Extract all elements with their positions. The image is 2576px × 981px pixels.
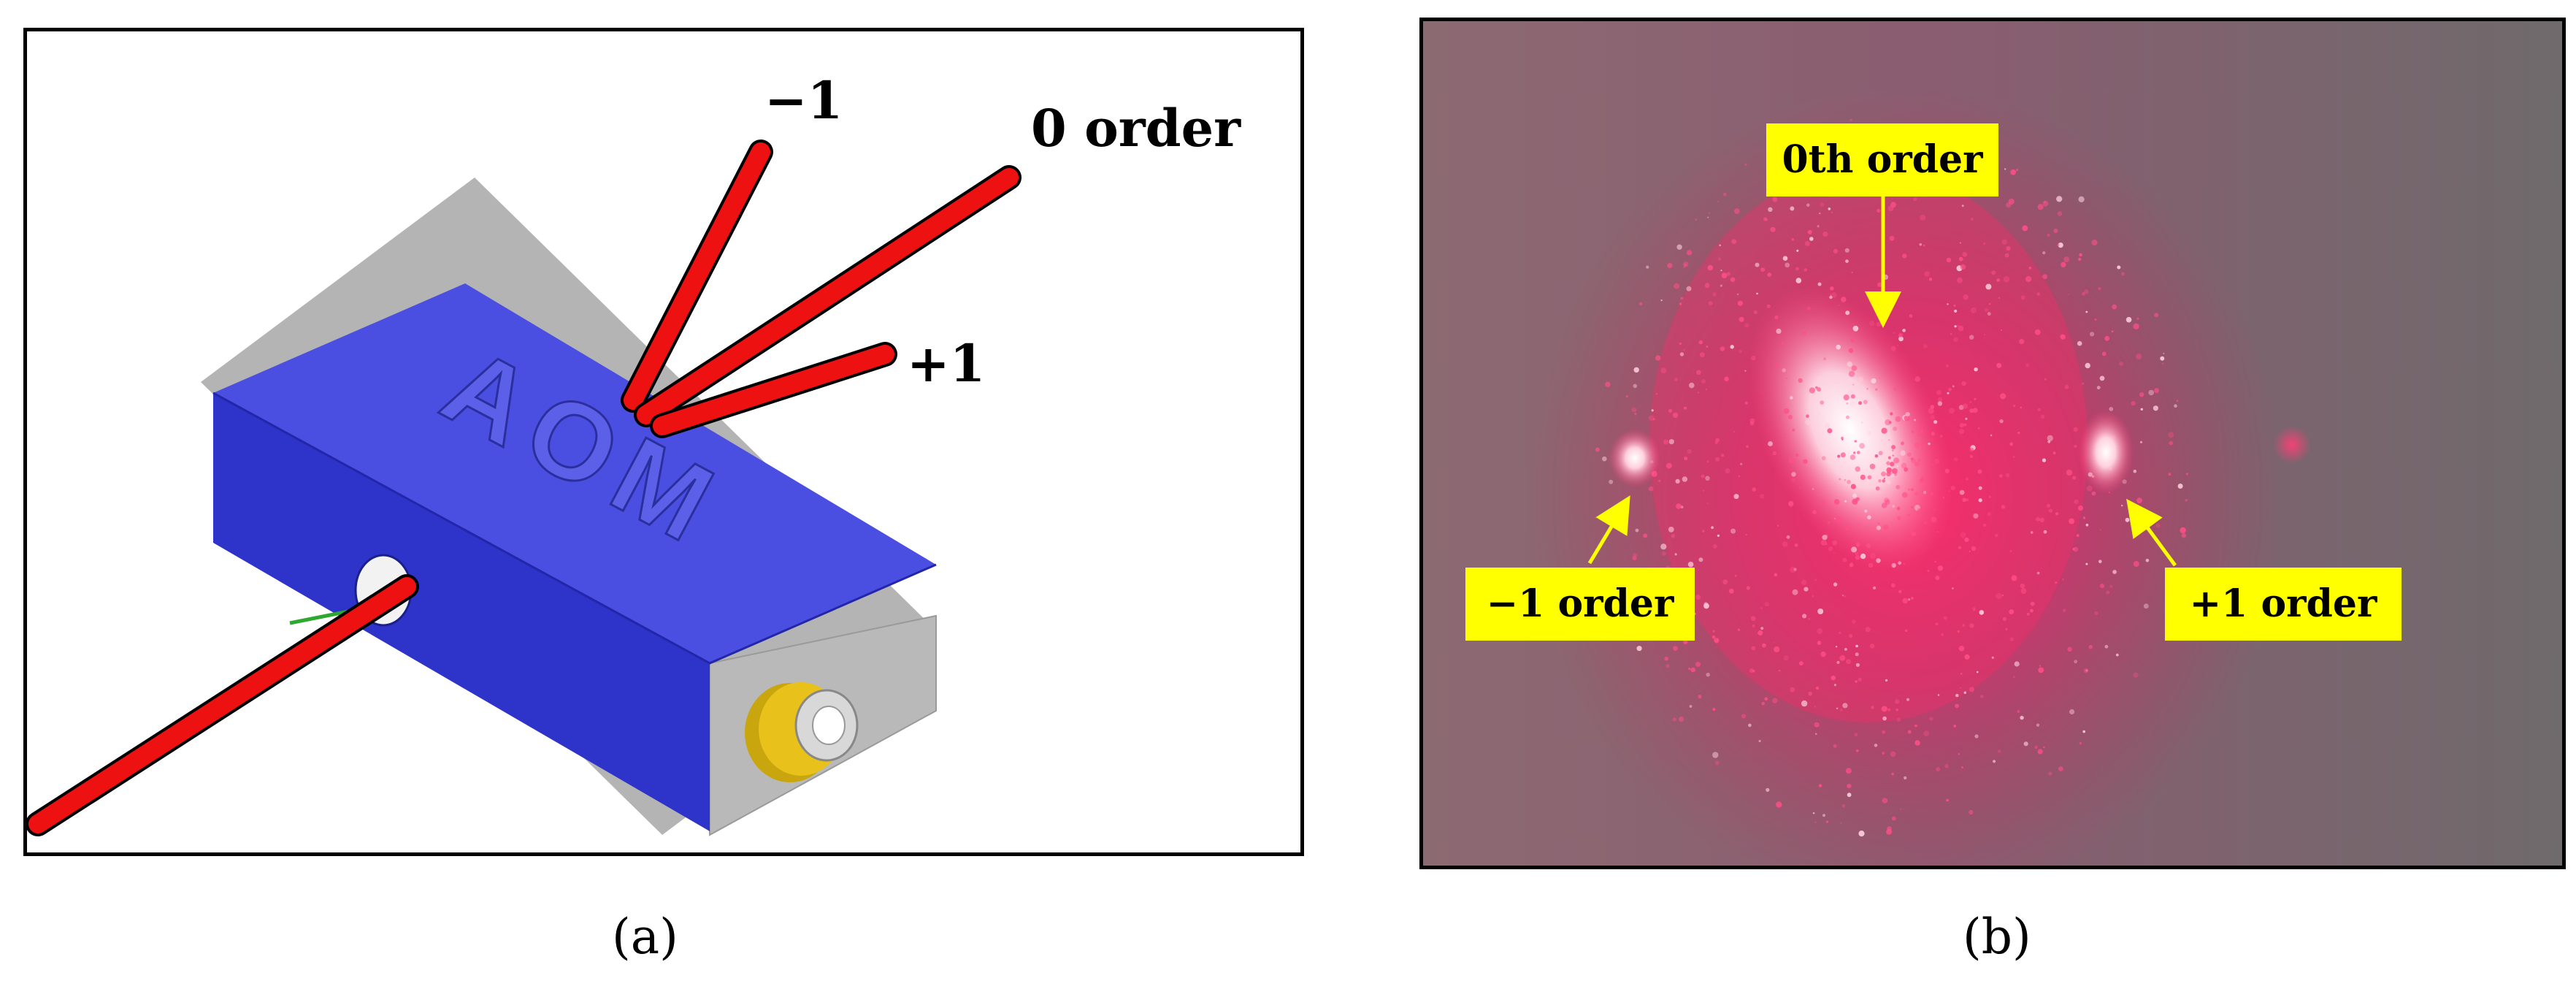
label-plus-one: +1: [907, 333, 986, 394]
aom-diagram: AOM: [27, 140, 1021, 836]
aom-top-edge: [212, 392, 937, 665]
plus-one-spot: [2078, 410, 2134, 495]
arrow-minus-one: [1587, 495, 1630, 565]
beam-minus-one: [621, 140, 773, 413]
caption-b: (b): [1963, 909, 2031, 965]
beam-plus-one: [650, 342, 897, 438]
label-zero-order: 0 order: [1031, 98, 1241, 159]
minus-one-spot: [1609, 429, 1661, 487]
panel-a: AOM −1 0 order +1: [23, 28, 1304, 856]
beam-zero-order: [634, 165, 1021, 427]
tag-plus-one-order: +1 order: [2165, 568, 2401, 641]
input-beam: [27, 574, 419, 836]
tag-minus-one-order: −1 order: [1465, 568, 1695, 641]
aom-top-face: [213, 283, 936, 663]
panel-b: 0th order −1 order +1 order: [1419, 18, 2566, 869]
faint-spot: [2273, 426, 2311, 464]
arrow-plus-one: [2126, 498, 2177, 567]
caption-a: (a): [612, 909, 678, 965]
aom-front-face: [213, 393, 710, 831]
rf-connector: [745, 682, 859, 782]
tag-zeroth-order: 0th order: [1766, 123, 1998, 196]
zeroth-order-spot: [1747, 286, 1953, 574]
label-minus-one: −1: [764, 70, 843, 131]
